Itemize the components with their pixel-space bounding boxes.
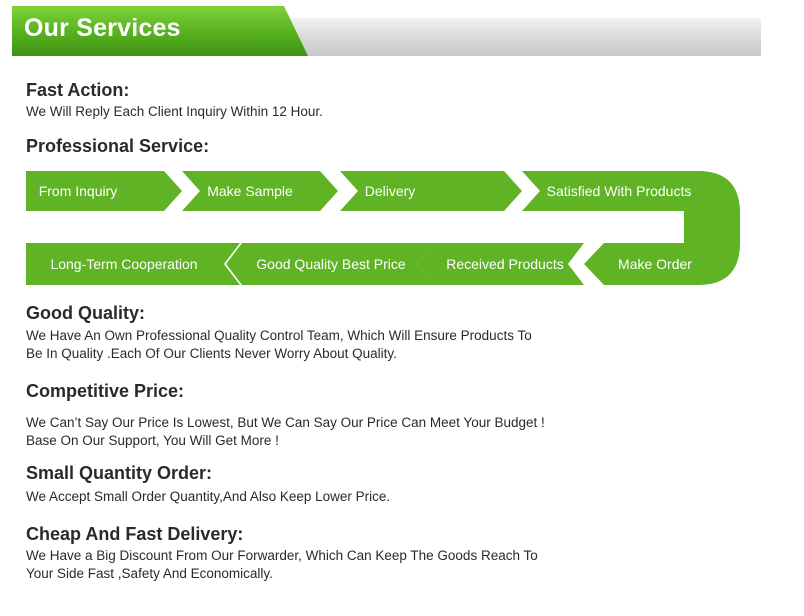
flow-step-delivery: Delivery — [364, 183, 416, 199]
good-quality-text-2: Be In Quality .Each Of Our Clients Never… — [26, 346, 397, 361]
competitive-price-text-1: We Can’t Say Our Price Is Lowest, But We… — [26, 415, 545, 430]
cheap-delivery-heading: Cheap And Fast Delivery: — [26, 524, 244, 544]
good-quality-heading: Good Quality: — [26, 303, 145, 323]
flow-step-satisfied: Satisfied With Products — [546, 183, 692, 199]
cheap-delivery-text-1: We Have a Big Discount From Our Forwarde… — [26, 548, 538, 563]
fast-action-text: We Will Reply Each Client Inquiry Within… — [26, 104, 323, 119]
flow-step-long-term: Long-Term Cooperation — [50, 256, 198, 272]
banner-title: Our Services — [24, 14, 181, 42]
services-banner: Our Services — [12, 6, 761, 56]
flow-step-make-order: Make Order — [618, 256, 692, 272]
professional-service-heading: Professional Service: — [26, 136, 210, 156]
fast-action-heading: Fast Action: — [26, 80, 130, 100]
flow-step-make-sample: Make Sample — [207, 183, 293, 199]
banner-green-tab — [12, 6, 308, 56]
competitive-price-text-2: Base On Our Support, You Will Get More ! — [26, 433, 279, 448]
flow-step-from-inquiry: From Inquiry — [38, 183, 118, 199]
small-quantity-text: We Accept Small Order Quantity,And Also … — [26, 489, 391, 504]
flow-step-good-quality: Good Quality Best Price — [256, 256, 406, 272]
competitive-price-heading: Competitive Price: — [26, 381, 185, 401]
cheap-delivery-text-2: Your Side Fast ,Safety And Economically. — [26, 566, 273, 581]
good-quality-text-1: We Have An Own Professional Quality Cont… — [26, 328, 532, 343]
flow-step-received: Received Products — [446, 256, 564, 272]
small-quantity-heading: Small Quantity Order: — [26, 463, 213, 483]
